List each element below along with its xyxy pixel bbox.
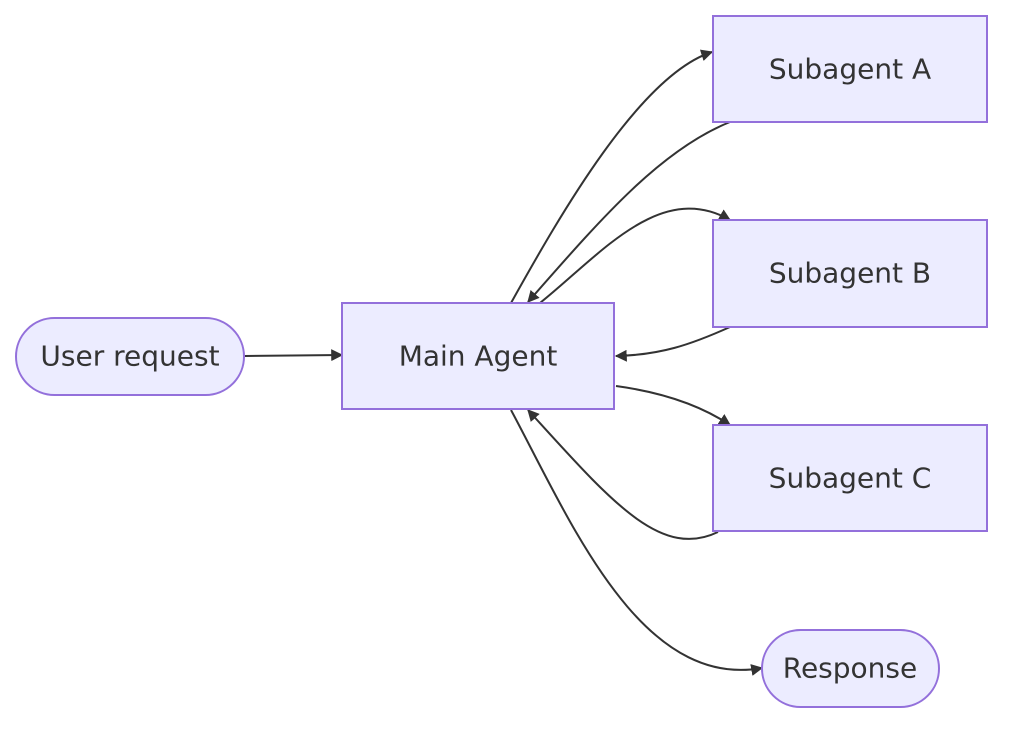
- node-subagent-a-label: Subagent A: [769, 53, 931, 86]
- node-response-label: Response: [783, 652, 917, 685]
- edge-subagent-b-to-main-agent: [614, 326, 731, 362]
- node-main-agent[interactable]: Main Agent: [341, 302, 615, 410]
- edge-main-agent-to-subagent-c: [615, 385, 731, 426]
- edge-main-agent-to-subagent-b: [539, 207, 732, 304]
- node-subagent-b[interactable]: Subagent B: [712, 219, 988, 328]
- node-subagent-c[interactable]: Subagent C: [712, 424, 988, 532]
- edge-user-request-to-main-agent: [244, 349, 344, 362]
- edge-subagent-a-to-main-agent: [527, 121, 731, 303]
- edges: [244, 49, 764, 676]
- edge-main-agent-to-response: [510, 409, 764, 676]
- node-subagent-a[interactable]: Subagent A: [712, 15, 988, 123]
- node-user-request-label: User request: [40, 340, 219, 373]
- edge-subagent-c-to-main-agent: [527, 409, 719, 540]
- node-response[interactable]: Response: [761, 629, 940, 708]
- edge-main-agent-to-subagent-a: [510, 49, 714, 304]
- node-subagent-c-label: Subagent C: [769, 462, 932, 495]
- node-user-request[interactable]: User request: [15, 317, 245, 396]
- node-main-agent-label: Main Agent: [399, 340, 558, 373]
- node-subagent-b-label: Subagent B: [769, 257, 931, 290]
